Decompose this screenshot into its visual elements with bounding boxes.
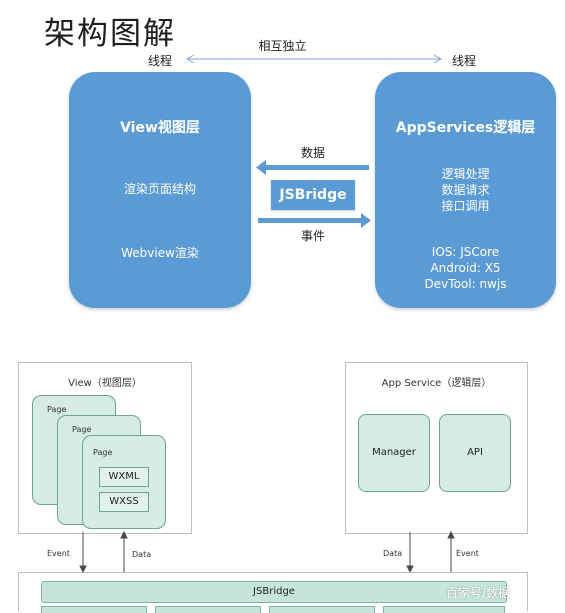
event-label: 事件 [301,229,326,243]
view-layer-line-render: 渲染页面结构 [123,182,196,196]
app-services-line-logic: 逻辑处理 [441,167,490,181]
api-box: API [439,414,511,492]
view-layer-heading: View视图层 [120,120,200,136]
right-event-label: Event [456,549,479,558]
top-arrows [185,54,443,228]
app-services-line-ios: IOS: JSCore [431,245,500,259]
wxml-box: WXML [99,467,149,487]
jsbridge-box: JSBridge [271,180,355,210]
right-thread-label: 线程 [452,54,477,68]
thread-double-arrow [185,54,443,64]
bottom-connector-arrows [79,530,455,574]
page-card-front: Page WXML WXSS [82,435,166,529]
left-event-label: Event [47,549,70,558]
page-title: 架构图解 [44,16,176,52]
view-panel-title: View（视图层） [68,378,142,389]
left-data-label: Data [132,550,152,559]
page-card-back-label: Page [47,405,67,414]
app-service-panel-title: App Service（逻辑层） [381,378,492,389]
view-layer-line-webview: Webview渲染 [121,246,199,260]
bridge-lower-slots [41,606,505,613]
app-services-heading: AppServices逻辑层 [395,120,536,136]
app-service-panel: App Service（逻辑层） Manager API [345,362,528,534]
right-data-label: Data [383,549,403,558]
page-card-front-label: Page [93,448,113,457]
app-services-box: AppServices逻辑层 逻辑处理 数据请求 接口调用 IOS: JSCor… [375,72,556,308]
data-arrow [256,160,369,175]
watermark: 百家号/数据 [446,586,511,600]
manager-box: Manager [358,414,430,492]
bottom-jsbridge-bar: JSBridge [41,581,507,603]
wxss-box: WXSS [99,492,149,512]
left-event-arrow-head [79,565,87,574]
independent-label: 相互独立 [258,39,307,53]
app-services-line-api: 接口调用 [441,199,490,213]
view-panel: View（视图层） Page Page Page WXML WXSS [18,362,192,534]
right-event-arrow-head [447,530,455,539]
page-card-middle-label: Page [72,425,92,434]
left-data-arrow-head [120,530,128,539]
event-arrow [258,213,371,228]
left-thread-label: 线程 [148,54,173,68]
view-layer-box: View视图层 渲染页面结构 Webview渲染 [69,72,251,308]
app-services-line-android: Android: X5 [430,261,501,275]
data-label: 数据 [301,146,326,160]
app-services-line-data: 数据请求 [441,183,490,197]
app-services-line-devtool: DevTool: nwjs [424,277,507,291]
right-data-arrow-head [406,565,414,574]
